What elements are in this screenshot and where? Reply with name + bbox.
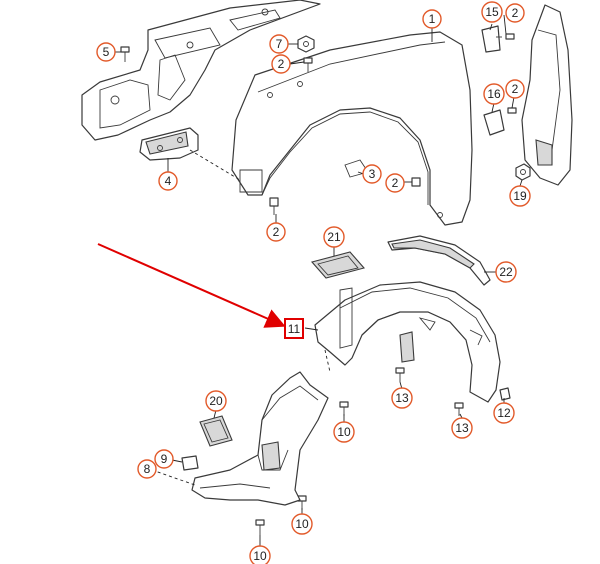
bolt-10-c [255,519,265,535]
callout-2-low: 2 [266,222,286,242]
bolt-2-fender [411,177,421,187]
callout-12: 12 [493,402,515,424]
callout-19: 19 [509,185,531,207]
svg-text:22: 22 [499,265,513,279]
callout-2-topright: 2 [505,3,525,23]
bolt-5 [120,46,130,62]
callout-21: 21 [323,226,345,248]
svg-text:2: 2 [512,6,519,20]
callout-8: 8 [137,459,157,479]
callout-1: 1 [422,9,442,29]
callout-13-b: 13 [451,417,473,439]
svg-text:1: 1 [429,12,436,26]
lower-liner [191,371,329,506]
svg-text:19: 19 [513,189,527,203]
callout-20: 20 [205,390,227,412]
bracket-16 [483,109,505,136]
bolt-13-b [454,402,464,416]
svg-text:4: 4 [165,174,172,188]
callout-22: 22 [495,261,517,283]
bolts [120,33,517,535]
nut-19 [515,163,531,181]
leader-lines [115,14,523,547]
svg-text:7: 7 [276,37,283,51]
svg-text:11: 11 [288,322,301,336]
bolt-2-right [507,107,517,114]
side-bracket-piece [521,4,573,186]
svg-text:10: 10 [337,425,351,439]
clip-12 [499,387,511,401]
clip-15 [481,25,501,53]
svg-text:3: 3 [369,167,376,181]
svg-text:20: 20 [209,394,223,408]
callout-13-a: 13 [391,387,413,409]
bolt-10-a [339,401,349,416]
svg-text:13: 13 [395,391,409,405]
svg-text:9: 9 [161,452,168,466]
trim-strip-22 [387,235,491,286]
clip-9 [181,455,199,471]
wheel-housing-liner [314,281,501,403]
pad-21 [311,251,365,279]
callout-4: 4 [158,171,178,191]
nut-7 [297,35,315,53]
callout-10-a: 10 [333,421,355,443]
svg-text:5: 5 [103,45,110,59]
callout-7: 7 [269,34,289,54]
front-frame-structure [81,0,321,141]
bolt-2-low [269,197,279,215]
callout-15: 15 [481,1,503,23]
bolt-2-mid [303,57,313,72]
svg-text:13: 13 [455,421,469,435]
callout-5: 5 [96,42,116,62]
svg-text:12: 12 [497,406,511,420]
callout-3: 3 [362,164,382,184]
fender-bracket [139,127,199,161]
callout-9: 9 [154,449,174,469]
callout-16: 16 [483,83,505,105]
svg-text:21: 21 [327,230,341,244]
svg-text:15: 15 [485,5,499,19]
front-fender [231,31,473,226]
svg-text:2: 2 [392,176,399,190]
callout-2-fender: 2 [385,173,405,193]
svg-text:16: 16 [487,87,501,101]
svg-text:10: 10 [295,517,309,531]
svg-text:2: 2 [512,82,519,96]
callout-10-c: 10 [249,545,271,564]
bolt-13-a [395,367,405,382]
callout-2-mid: 2 [271,54,291,74]
svg-text:8: 8 [144,462,151,476]
svg-text:2: 2 [278,57,285,71]
callout-2-right: 2 [505,79,525,99]
svg-text:2: 2 [273,225,280,239]
highlight-arrow [97,243,286,328]
pad-20 [199,415,233,447]
callout-11-highlighted: 11 [284,318,304,339]
bolt-2-top [496,33,515,40]
callout-10-b: 10 [291,513,313,535]
svg-text:10: 10 [253,549,267,563]
